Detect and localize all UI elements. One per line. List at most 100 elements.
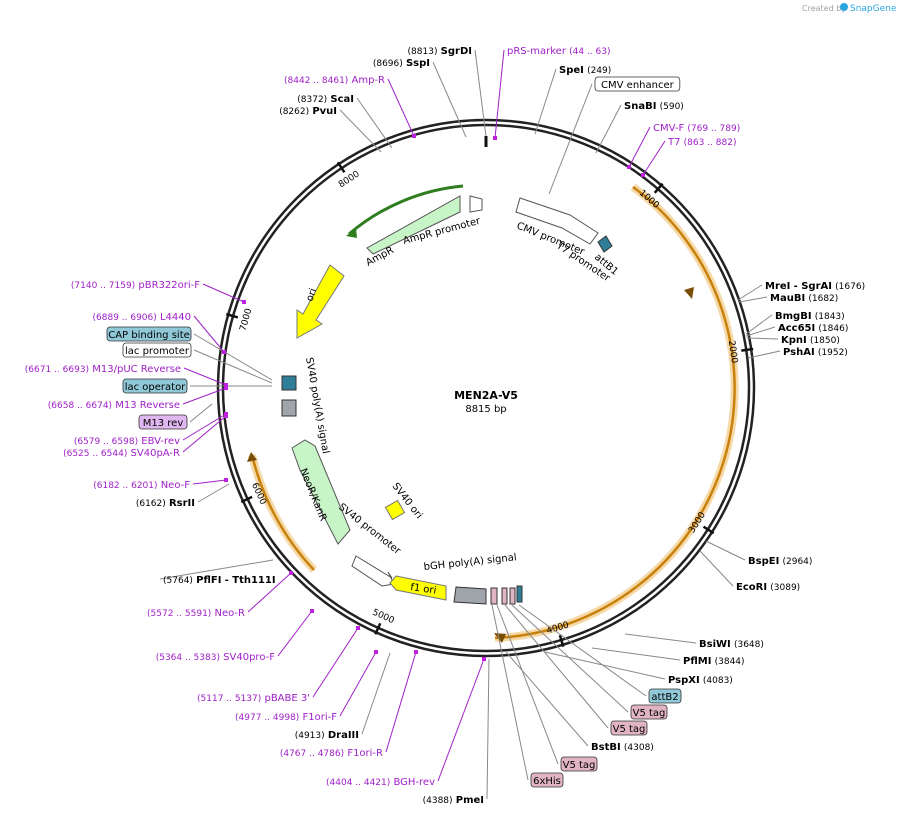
label-text-snabi: SnaBI (590): [624, 101, 684, 112]
insert-arc-glow: [494, 183, 739, 642]
label-text-spei: SpeI (249): [559, 65, 611, 76]
f1-ori-feature: [389, 575, 447, 601]
label-text-ecori: EcoRI (3089): [736, 582, 800, 593]
leader-sspi: [432, 61, 467, 138]
label-box-his: [530, 772, 564, 788]
primer-site-m13puc: [224, 383, 228, 387]
label-bghrev: (4404 .. 4421) BGH-rev: [326, 657, 486, 788]
label-ecori: EcoRI (3089): [736, 582, 800, 593]
label-bmgbi: BmgBI (1843): [775, 311, 845, 322]
leader-acc65i: [745, 326, 776, 337]
leader-f1f: [339, 651, 377, 717]
label-text-f1r: (4767 .. 4786) F1ori-R: [280, 748, 383, 759]
plasmid-size: 8815 bp: [465, 404, 506, 415]
tick-label-7000: 7000: [239, 307, 255, 332]
label-acc65i: Acc65I (1846): [778, 323, 848, 334]
label-m13puc: (6671 .. 6693) M13/pUC Reverse: [25, 364, 228, 387]
primer-site-ampr_p: [412, 134, 416, 138]
primer-site-f1f: [374, 650, 378, 654]
label-pshai: PshAI (1952): [783, 347, 848, 358]
tick-6000: [240, 495, 253, 504]
tick-label-5000: 5000: [371, 608, 396, 627]
label-box-lacp: [122, 342, 192, 358]
label-text-his: 6xHis: [533, 776, 561, 787]
label-v5a: V5 tag: [630, 704, 668, 720]
label-sv40pro: (5364 .. 5383) SV40pro-F: [156, 609, 314, 663]
leader-m13puc: [183, 367, 227, 386]
leader-bmgbi: [745, 314, 773, 335]
label-text-bghrev: (4404 .. 4421) BGH-rev: [326, 777, 435, 788]
label-box-v5a: [630, 704, 668, 720]
label-text-m13puc: (6671 .. 6693) M13/pUC Reverse: [25, 364, 181, 375]
label-attb2: attB2: [648, 688, 682, 704]
label-cap: CAP binding site: [106, 326, 192, 342]
label-leader-lines: [159, 49, 781, 800]
leader-ebv: [182, 413, 227, 441]
label-spei: SpeI (249): [559, 65, 611, 76]
primer-site-f1r: [414, 650, 418, 654]
leader-m13r: [182, 387, 227, 405]
leader-scai: [356, 97, 393, 149]
label-text-cmvf: CMV-F (769 .. 789): [653, 123, 740, 134]
leader-cap: [193, 333, 273, 381]
tick-2000: [741, 347, 754, 352]
leader-lacp: [193, 349, 273, 384]
feature-labels: (8813) SgrDI (8696) SspI pRS-marker (44 …: [25, 46, 865, 806]
label-sspi: (8696) SspI: [373, 58, 430, 69]
primer-site-sv40pa: [224, 414, 228, 418]
label-text-neor: (5572 .. 5591) Neo-R: [147, 608, 245, 619]
leader-pbabe: [312, 627, 359, 698]
label-text-sv40pro: (5364 .. 5383) SV40pro-F: [156, 652, 276, 663]
leader-snabi: [595, 104, 622, 154]
label-text-pmei: (4388) PmeI: [423, 795, 484, 806]
v5-tag-feature-1: [490, 587, 498, 605]
label-text-v5a: V5 tag: [633, 708, 666, 719]
label-lacp: lac promoter: [122, 342, 192, 358]
primer-site-t7: [641, 173, 645, 177]
snapgene-brand-text: SnapGene: [850, 4, 897, 14]
leader-pflmi: [591, 647, 681, 661]
primer-site-cmvf: [627, 165, 631, 169]
cmv-promoter-feature: [515, 197, 599, 245]
label-text-bsiwi: BsiWI (3648): [699, 639, 764, 650]
label-text-m13r: (6658 .. 6674) M13 Reverse: [48, 400, 180, 411]
label-scai: (8372) ScaI: [297, 94, 354, 105]
label-text-draiii: (4913) DraIII: [295, 730, 359, 741]
label-m13r: (6658 .. 6674) M13 Reverse: [48, 386, 228, 411]
label-text-sgrdi: (8813) SgrDI: [408, 46, 472, 57]
label-ampr_p: (8442 .. 8461) Amp-R: [284, 75, 416, 138]
v5-tag-feature-3: [509, 587, 516, 605]
label-sgrdi: (8813) SgrDI: [408, 46, 472, 57]
leader-sgrdi: [474, 49, 487, 137]
label-pvui: (8262) PvuI: [279, 106, 337, 117]
tick-1000: [653, 182, 664, 194]
label-text-acc65i: Acc65I (1846): [778, 323, 848, 334]
label-text-lacp: lac promoter: [125, 346, 190, 357]
label-text-sspi: (8696) SspI: [373, 58, 430, 69]
label-text-mrei: MreI - SgrAI (1676): [765, 281, 865, 292]
label-pbabe: (5117 .. 5137) pBABE 3': [197, 626, 360, 704]
leader-bghrev: [437, 658, 485, 782]
label-text-pflfi: (5764) PflFI - Tth111I: [163, 575, 276, 586]
snapgene-logo-icon: [840, 3, 848, 11]
label-text-ebv: (6579 .. 6598) EBV-rev: [74, 436, 180, 447]
tick-label-2000: 2000: [726, 340, 739, 364]
primer-site-pbr: [242, 300, 246, 304]
ori-label: ori: [304, 287, 319, 303]
label-pbr: (7140 .. 7159) pBR322ori-F: [71, 280, 246, 304]
leader-pmei: [486, 658, 490, 800]
leader-ampr_p: [387, 78, 415, 137]
leader-pshai: [747, 350, 781, 359]
label-bspei: BspEI (2964): [748, 556, 812, 567]
primer-site-sv40pro: [310, 609, 314, 613]
label-text-m13rev: M13 rev: [143, 418, 184, 429]
ori-feature: [296, 264, 345, 339]
leader-m13rev: [189, 403, 213, 423]
leader-bspei: [705, 540, 746, 561]
label-text-ampr_p: (8442 .. 8461) Amp-R: [284, 75, 385, 86]
ampr-promoter-feature: [469, 195, 483, 213]
ampr-arrowhead: [346, 228, 357, 238]
label-bstbi: BstBI (4308): [591, 742, 654, 753]
leader-f1r: [385, 651, 417, 753]
